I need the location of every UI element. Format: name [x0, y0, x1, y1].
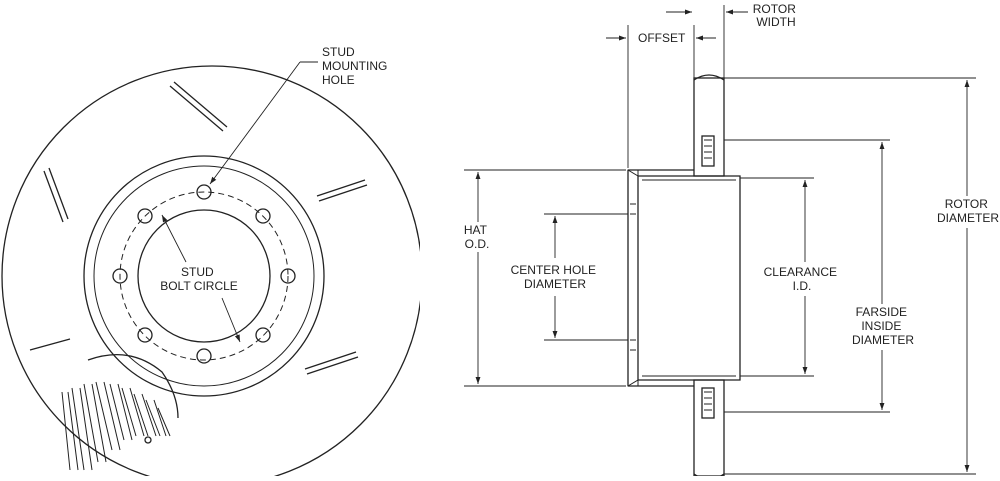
bolt-pocket-upper — [701, 135, 715, 167]
stud-hole — [280, 268, 296, 284]
stud-hole — [137, 327, 153, 343]
hat-outer-circle — [83, 155, 325, 397]
label-clearance-id: CLEARANCE I.D. — [764, 265, 841, 293]
stud-holes — [112, 184, 296, 364]
stud-hole — [196, 348, 212, 364]
rotor-section-view — [464, 5, 976, 480]
label-stud-mounting-hole: STUD MOUNTING HOLE — [322, 45, 391, 87]
label-rotor-diameter: ROTOR DIAMETER — [937, 197, 999, 225]
bolt-circle-dashed — [119, 191, 289, 361]
label-center-hole-diameter: CENTER HOLE DIAMETER — [511, 263, 600, 291]
stud-hole — [112, 268, 128, 284]
stud-hole — [255, 327, 271, 343]
friction-ring-lower — [693, 379, 725, 477]
label-rotor-width: ROTOR WIDTH — [753, 2, 799, 29]
rotor-front-view — [1, 61, 420, 476]
stud-hole — [196, 184, 212, 200]
label-hat-od: HAT O.D. — [464, 223, 490, 251]
label-stud-bolt-circle: STUD BOLT CIRCLE — [160, 265, 238, 293]
rotor-slots — [29, 81, 368, 375]
stud-hole — [137, 208, 153, 224]
vane-cutaway — [61, 354, 179, 471]
label-farside-inside-diameter: FARSIDE INSIDE DIAMETER — [852, 305, 914, 347]
label-offset: OFFSET — [638, 31, 686, 45]
hat-inner-circle — [93, 165, 315, 387]
stud-hole — [255, 208, 271, 224]
rotor-outer-edge — [1, 65, 420, 476]
friction-ring-upper — [693, 77, 725, 177]
center-hole — [137, 209, 271, 343]
bolt-pocket-lower — [701, 387, 715, 419]
